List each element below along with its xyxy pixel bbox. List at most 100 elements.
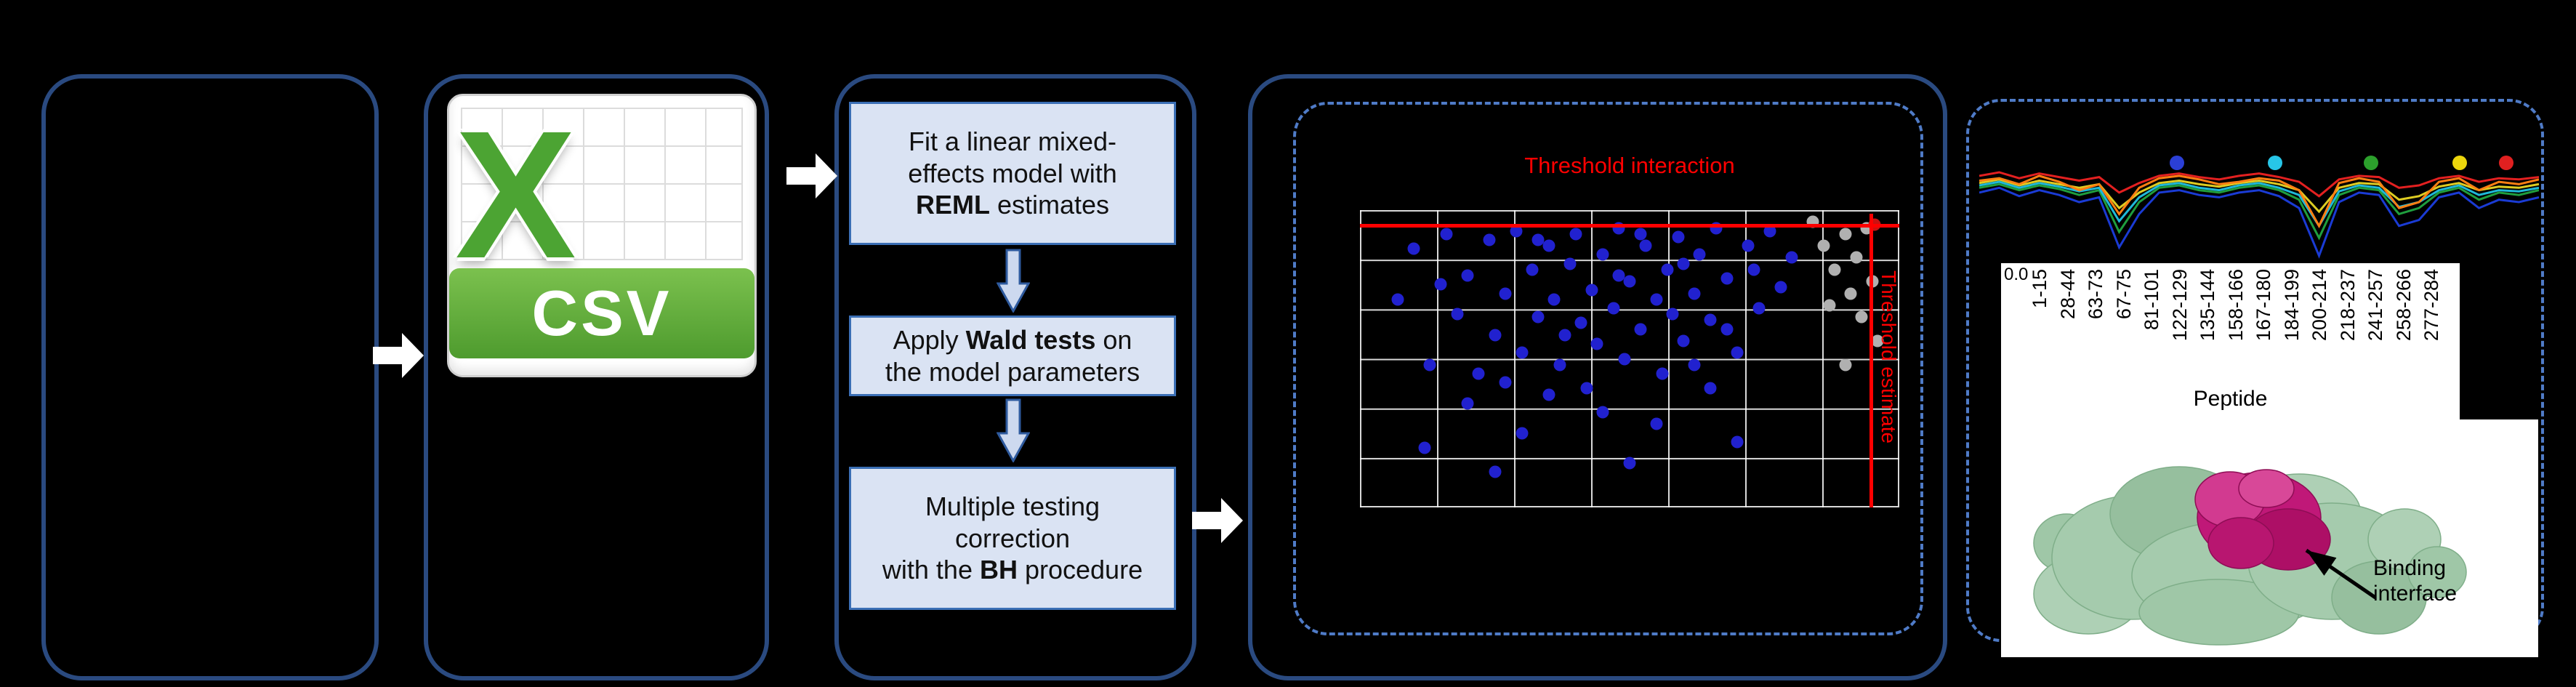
scatter-point-blue xyxy=(1596,248,1609,261)
scatter-point-blue xyxy=(1542,239,1555,252)
scatter-point-blue xyxy=(1499,287,1512,300)
scatter-point-gray xyxy=(1839,358,1852,371)
binding-interface-arrow xyxy=(2305,548,2377,600)
peptide-tick: 167-180 xyxy=(2253,269,2274,342)
scatter-point-blue xyxy=(1418,441,1431,454)
scatter-point-blue xyxy=(1704,313,1717,326)
scatter-point-blue xyxy=(1731,346,1744,359)
uptake-profile-chart xyxy=(1979,171,2539,259)
scatter-point-blue xyxy=(1553,358,1566,371)
scatter-point-blue xyxy=(1547,293,1561,306)
scatter-point-blue xyxy=(1531,233,1545,246)
scatter-point-blue xyxy=(1472,367,1485,380)
input-data-box xyxy=(41,74,379,680)
scatter-point-blue xyxy=(1763,225,1776,238)
peptide-tick: 158-166 xyxy=(2224,269,2247,342)
peptide-tick: 28-44 xyxy=(2056,269,2079,320)
scatter-point-gray xyxy=(1823,299,1836,312)
scatter-point-blue xyxy=(1634,228,1647,241)
scatter-point-blue xyxy=(1650,417,1663,430)
peptide-tick: 218-237 xyxy=(2336,269,2359,342)
peptide-tick: 63-73 xyxy=(2085,269,2106,320)
scatter-point-blue xyxy=(1499,376,1512,389)
scatter-point-blue xyxy=(1661,263,1674,276)
scatter-point-blue xyxy=(1531,310,1545,324)
scatter-point-blue xyxy=(1704,382,1717,395)
scatter-point-blue xyxy=(1569,228,1582,241)
y-axis-tick: 0.0 xyxy=(2004,265,2029,284)
scatter-point-blue xyxy=(1423,358,1436,371)
scatter-point-blue xyxy=(1618,353,1631,365)
protein-structure-panel: Binding interface xyxy=(2001,419,2538,657)
scatter-point-blue xyxy=(1558,329,1571,342)
timepoint-legend-dot xyxy=(2169,156,2184,170)
scatter-point-gray xyxy=(1828,263,1841,276)
arrow-right-2 xyxy=(786,153,837,198)
scatter-point-blue xyxy=(1489,465,1501,478)
scatter-point-blue xyxy=(1526,263,1539,276)
scatter-point-blue xyxy=(1688,287,1701,300)
protein-surface-image xyxy=(2033,466,2467,646)
scatter-point-blue xyxy=(1612,269,1625,282)
scatter-point-gray xyxy=(1855,310,1868,324)
scatter-point-blue xyxy=(1440,228,1453,241)
scatter-point-blue xyxy=(1461,269,1474,282)
scatter-point-blue xyxy=(1693,248,1706,261)
profile-legend-dots xyxy=(1979,142,2539,262)
scatter-point-blue xyxy=(1677,334,1690,347)
timepoint-legend-dot xyxy=(2268,156,2283,170)
peptide-axis-title: Peptide xyxy=(2193,387,2268,411)
scatter-point-blue xyxy=(1742,239,1755,252)
results-plot-box xyxy=(1248,74,1947,680)
scatter-point-blue xyxy=(1596,406,1609,419)
scatter-point-blue xyxy=(1774,281,1787,294)
scatter-point-gray xyxy=(1850,251,1863,264)
scatter-point-blue xyxy=(1407,242,1420,255)
csv-file-box xyxy=(424,74,769,680)
results-plot-dashed-frame xyxy=(1293,102,1923,635)
spreadsheet-grid xyxy=(461,108,743,260)
scatter-point-blue xyxy=(1623,275,1636,288)
scatter-point-blue xyxy=(1688,358,1701,371)
scatter-point-blue xyxy=(1516,346,1529,359)
scatter-point-blue xyxy=(1542,388,1555,401)
peptide-tick: 241-257 xyxy=(2364,269,2386,342)
peptide-tick: 67-75 xyxy=(2112,269,2135,320)
scatter-point-blue xyxy=(1510,225,1523,238)
peptide-tick: 200-214 xyxy=(2309,269,2330,342)
peptide-tick: 277-284 xyxy=(2420,269,2442,342)
scatter-point-blue xyxy=(1720,323,1734,336)
scatter-point-blue xyxy=(1607,302,1620,315)
timepoint-legend-dot xyxy=(2452,156,2468,170)
scatter-point-blue xyxy=(1590,337,1603,350)
threshold-interaction-label: Threshold interaction xyxy=(1524,153,1735,178)
volcano-plot xyxy=(1360,210,1899,507)
scatter-point-blue xyxy=(1461,397,1474,410)
scatter-point-gray xyxy=(1839,228,1852,241)
csv-file-icon: X CSV xyxy=(447,93,757,377)
scatter-point-blue xyxy=(1747,263,1760,276)
scatter-point-blue xyxy=(1391,293,1404,306)
threshold-estimate-label: Threshold estimate xyxy=(1877,270,1900,444)
scatter-point-blue xyxy=(1563,257,1577,270)
scatter-point-blue xyxy=(1434,278,1447,291)
scatter-point-blue xyxy=(1677,257,1690,270)
scatter-point-blue xyxy=(1580,382,1593,395)
peptide-tick: 122-129 xyxy=(2168,269,2191,342)
scatter-point-gray xyxy=(1844,287,1857,300)
scatter-point-blue xyxy=(1752,302,1766,315)
excel-x-logo: X xyxy=(455,93,576,296)
scatter-points xyxy=(1360,210,1899,507)
timepoint-legend-dot xyxy=(2364,156,2378,170)
csv-banner-label: CSV xyxy=(449,268,754,358)
peptide-tick: 1-15 xyxy=(2029,269,2050,309)
scatter-point-blue xyxy=(1650,293,1663,306)
scatter-point-blue xyxy=(1516,427,1529,440)
peptide-tick: 135-144 xyxy=(2197,269,2218,342)
threshold-interaction-line xyxy=(1360,224,1899,228)
peptide-tick: 184-199 xyxy=(2280,269,2303,342)
